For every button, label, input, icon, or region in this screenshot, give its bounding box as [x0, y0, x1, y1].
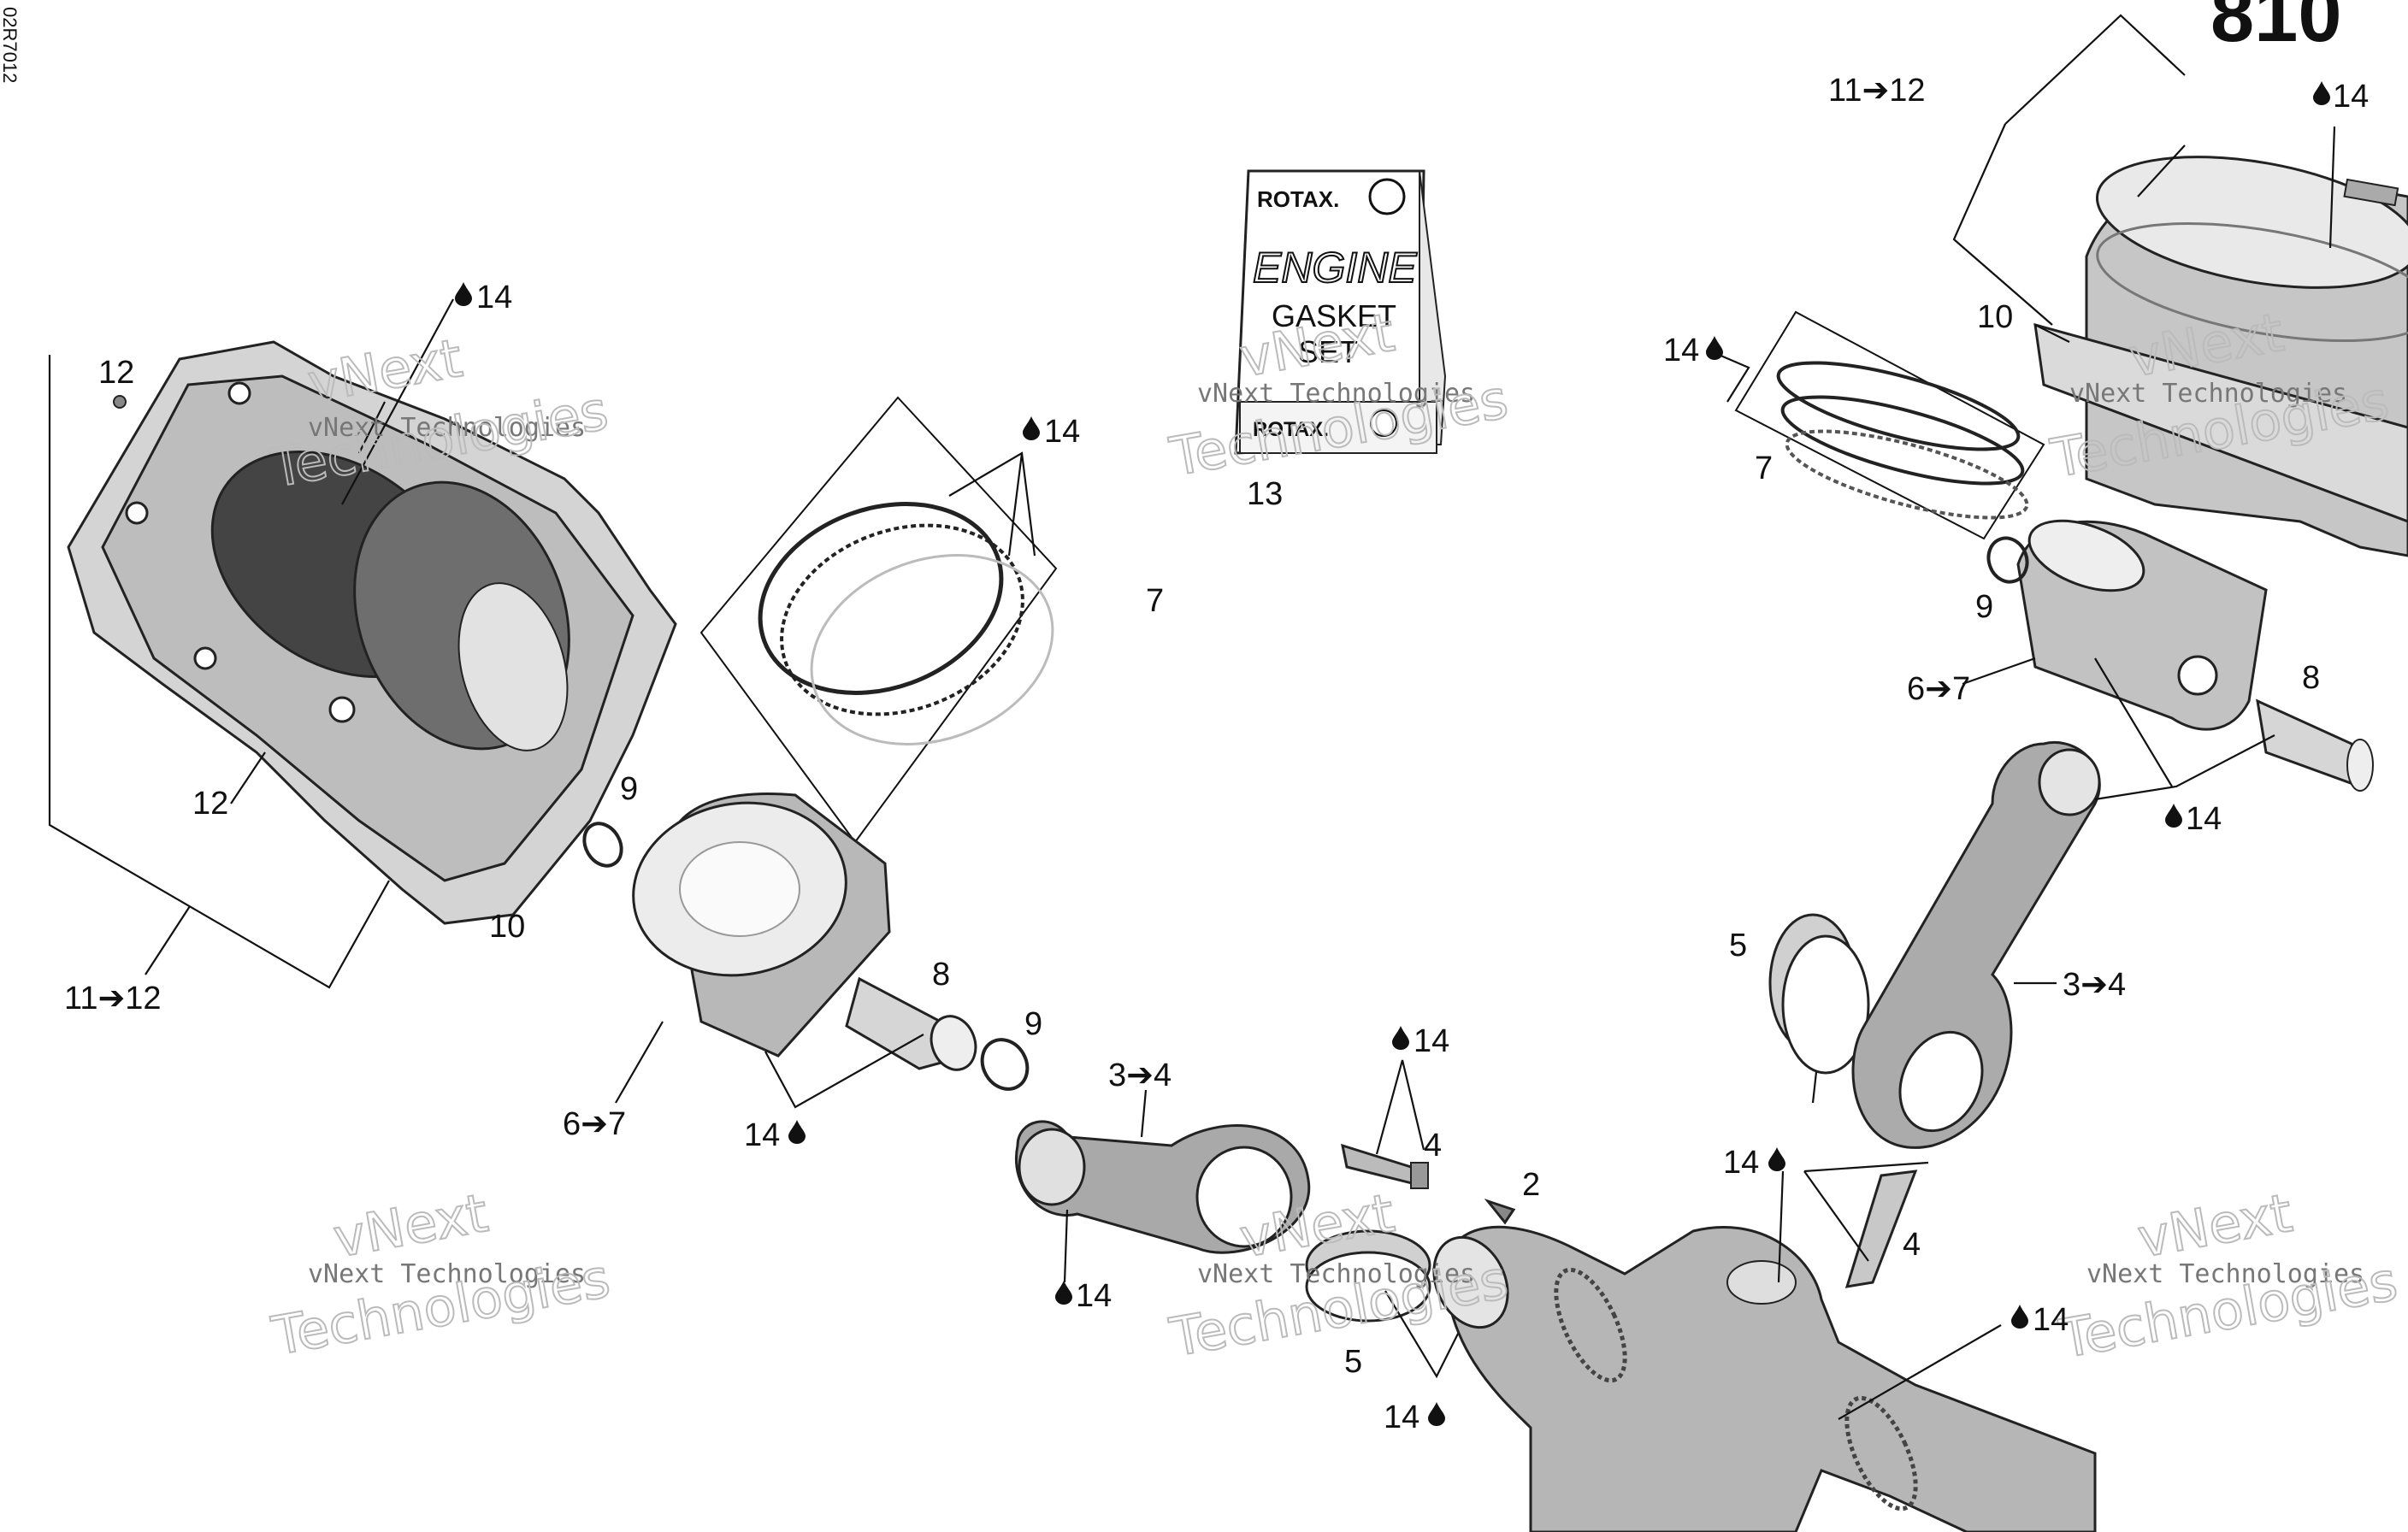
callout-11-12-left: 11➔12	[64, 981, 162, 1016]
callout-14-rod-left: 14	[1076, 1278, 1112, 1314]
callout-4-bolt: 4	[1424, 1128, 1442, 1164]
watermark-4: vNext vNext Technologies Technologies	[266, 1181, 615, 1369]
svg-text:vNext: vNext	[304, 327, 467, 415]
callout-10-right: 10	[1977, 299, 2013, 335]
callout-9-circlip-2: 9	[1024, 1006, 1042, 1042]
svg-text:vNext: vNext	[2134, 1181, 2297, 1270]
piston-rings-right	[1734, 310, 2045, 540]
gasket-set-line3: SET	[1298, 334, 1358, 369]
crank-pin-4	[1844, 1170, 1918, 1288]
callout-3-4-rod-left: 3➔4	[1108, 1058, 1172, 1093]
callout-13-gasket-set: 13	[1247, 476, 1283, 512]
callout-14-rings-right: 14	[1663, 333, 1699, 368]
oil-drop-icon	[2011, 1305, 2028, 1329]
callout-14-piston-right: 14	[2186, 801, 2222, 837]
crankshaft	[1432, 1225, 2097, 1532]
svg-text:vNext Technologies: vNext Technologies	[1197, 379, 1475, 409]
callout-9-circlip-left: 9	[620, 771, 638, 807]
callout-11-12-right: 11➔12	[1828, 73, 1926, 109]
callout-14-piston-left: 14	[744, 1117, 780, 1153]
piston-pin-right	[2256, 698, 2374, 792]
callout-9-circlip-right: 9	[1975, 589, 1993, 625]
watermark-2: vNext vNext Technologies Technologies	[1165, 300, 1514, 489]
connecting-rod-left	[1015, 1120, 1311, 1254]
callout-12-dowel: 12	[98, 355, 134, 391]
oil-drop-icon	[1706, 336, 1723, 360]
callout-5-bearing-right: 5	[1729, 928, 1747, 963]
piston-right	[2016, 519, 2268, 731]
engine-gasket-set: ROTAX. ENGINE GASKET SET ROTAX.	[1234, 169, 1447, 455]
callout-8-pin-right: 8	[2302, 660, 2320, 696]
svg-text:vNext Technologies: vNext Technologies	[308, 1259, 586, 1289]
callout-6-7-piston-left: 6➔7	[563, 1106, 626, 1142]
callout-14-cylinder-right: 14	[2333, 79, 2369, 115]
callout-4-crank-pin: 4	[1903, 1227, 1921, 1263]
circlip-left	[582, 822, 623, 868]
oil-drop-icon	[455, 282, 472, 306]
gasket-set-line2: GASKET	[1272, 298, 1396, 333]
cylinder-right	[2033, 156, 2408, 557]
gasket-set-brand-small: ROTAX.	[1253, 418, 1329, 441]
bearing-shell-left	[1305, 1229, 1431, 1323]
svg-text:vNext Technologies: vNext Technologies	[2069, 379, 2347, 409]
woodruff-key	[1484, 1198, 1516, 1225]
callout-14-bearing-left: 14	[1384, 1399, 1419, 1435]
oil-drop-icon	[788, 1120, 806, 1144]
figure-code: 02R7012	[0, 7, 21, 83]
oil-drop-icon	[1768, 1147, 1785, 1171]
callout-3-4-rod-right: 3➔4	[2063, 967, 2126, 1003]
oil-drop-icon	[1055, 1281, 1072, 1305]
oil-drop-icon	[1392, 1026, 1409, 1050]
gasket-set-brand: ROTAX.	[1257, 186, 1339, 212]
circlip-left-2	[980, 1038, 1030, 1091]
callout-14-cylinder: 14	[476, 280, 512, 315]
callout-14-bolt: 14	[1414, 1023, 1449, 1059]
svg-text:vNext Technologies: vNext Technologies	[2086, 1259, 2364, 1289]
engine-code: 810	[2210, 0, 2342, 58]
oil-drop-icon	[1023, 416, 1040, 440]
callout-14-rings: 14	[1044, 414, 1080, 450]
cylinder-left	[67, 340, 677, 925]
callout-2-key: 2	[1522, 1167, 1540, 1203]
piston-left	[632, 793, 891, 1058]
callout-6-7-piston-right: 6➔7	[1907, 671, 1970, 707]
callout-7-rings-left: 7	[1146, 583, 1164, 619]
oil-drop-icon	[2165, 804, 2182, 828]
bearing-shell-right	[1768, 913, 1870, 1075]
oil-drop-icon	[2313, 81, 2330, 105]
callout-7-rings-right: 7	[1755, 451, 1773, 486]
callout-10-left: 10	[489, 909, 525, 945]
callout-5-bearing-left: 5	[1344, 1344, 1362, 1380]
connecting-rod-right	[1851, 741, 2101, 1149]
callout-14-crankshaft: 14	[2033, 1302, 2069, 1338]
svg-text:vNext: vNext	[329, 1181, 493, 1270]
piston-pin-left	[845, 976, 977, 1071]
callout-8-pin-left: 8	[932, 957, 950, 993]
watermark-6: vNext vNext Technologies Technologies	[2054, 1181, 2403, 1371]
callout-12-left: 12	[192, 786, 228, 822]
oil-drop-icon	[1428, 1402, 1445, 1426]
dowel-pin-12	[113, 395, 127, 409]
piston-rings-left	[699, 396, 1058, 844]
gasket-set-line1: ENGINE	[1253, 244, 1417, 292]
svg-text:vNext Technologies: vNext Technologies	[1197, 1259, 1475, 1289]
rod-bolt-left	[1341, 1143, 1429, 1189]
circlip-right	[1986, 536, 2029, 584]
callout-14-crank: 14	[1723, 1145, 1759, 1181]
svg-text:vNext Technologies: vNext Technologies	[308, 413, 586, 443]
